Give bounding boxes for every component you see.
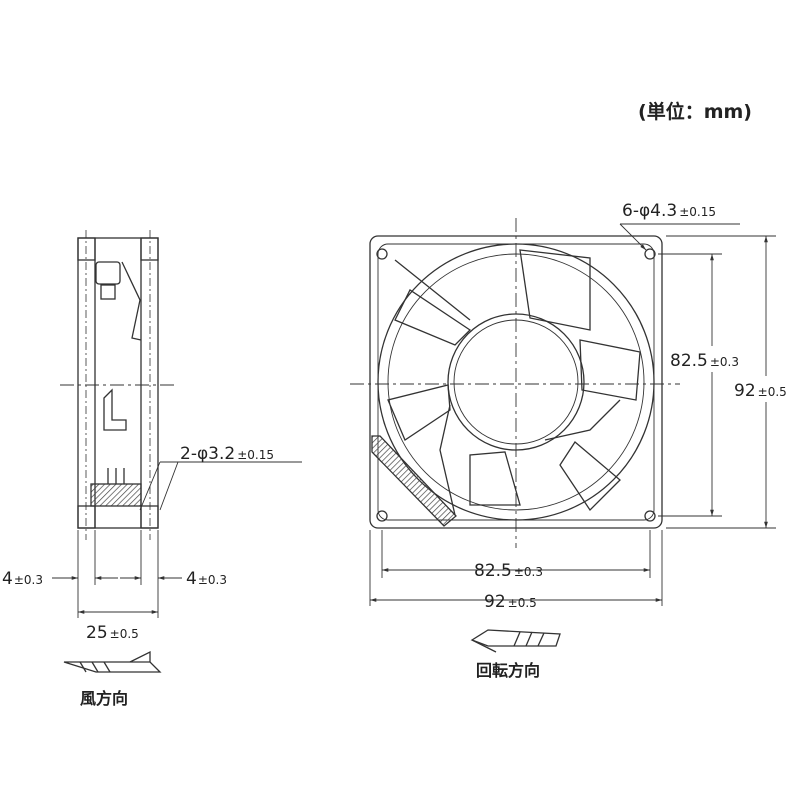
mount-hole [376,510,388,522]
mount-hole [376,248,388,260]
fan-blade [469,451,521,506]
front-view [350,218,776,606]
side-body-outline [77,237,159,529]
front-pitch-v-dim: 82.5±0.3 [670,351,739,371]
side-right-offset: 4±0.3 [186,569,227,589]
frame-strut [439,404,456,516]
unit-label: (単位：mm) [638,100,752,123]
rotation-arrow-icon [470,629,561,653]
rotation-label: 回転方向 [476,661,540,680]
side-depth-dim: 25±0.5 [86,623,139,643]
mount-hole [644,510,656,522]
side-connector [95,261,121,285]
lead-wire-channel [371,435,457,527]
airflow-label: 風方向 [80,689,128,708]
frame-strut [544,399,621,441]
frame-strut [394,259,471,321]
front-hole-spec: 6-φ4.3±0.15 [622,201,716,221]
fan-blade [394,289,472,346]
fan-blade [387,384,451,441]
side-view [52,230,302,618]
front-height-dim: 92±0.5 [734,381,787,401]
airflow-arrow-icon [63,650,162,673]
mount-hole [644,248,656,260]
fan-blade [579,339,641,401]
side-left-offset: 4±0.3 [2,569,43,589]
front-width-dim: 92±0.5 [484,592,537,612]
side-label-plate [90,483,142,507]
fan-blade [519,249,591,331]
height-label-bg [730,376,800,402]
pitch-v-label-bg [666,346,754,372]
front-pitch-h-dim: 82.5±0.3 [474,561,543,581]
side-hole-spec: 2-φ3.2±0.15 [180,444,274,464]
fan-blade [559,441,621,512]
side-arrow-mark [103,388,127,431]
